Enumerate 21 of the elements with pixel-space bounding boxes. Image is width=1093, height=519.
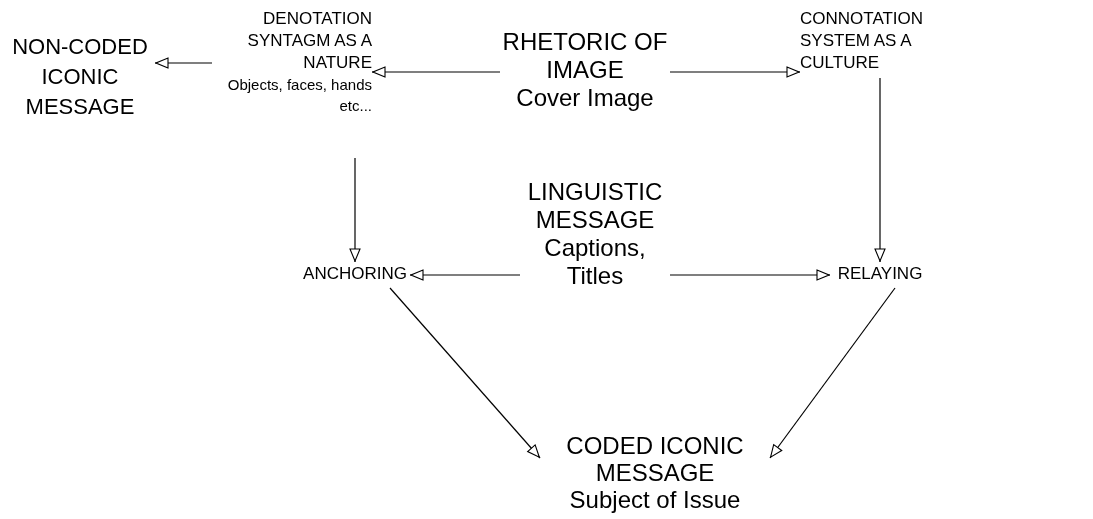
node-subtext: Objects, faces, hands etc...: [226, 75, 372, 116]
node-heading: LINGUISTIC MESSAGE: [526, 178, 664, 234]
node-heading: ANCHORING: [302, 263, 408, 285]
arrow: [409, 269, 521, 281]
node-subtext: Cover Image: [515, 84, 655, 112]
node-subtext: Subject of Issue: [568, 486, 742, 513]
arrow: [874, 77, 886, 263]
node-heading: CONNOTATION SYSTEM AS A CULTURE: [800, 8, 925, 74]
arrow: [669, 66, 801, 78]
arrow: [669, 269, 831, 281]
arrow: [349, 157, 361, 263]
node-heading: RELAYING: [836, 263, 924, 285]
node-subtext: Captions, Titles: [543, 234, 647, 290]
arrow: [154, 57, 213, 69]
arrow: [371, 66, 501, 78]
arrow: [389, 287, 541, 459]
node-heading: NON-CODED ICONIC MESSAGE: [11, 33, 149, 121]
node-heading: RHETORIC OF IMAGE: [501, 28, 669, 84]
node-heading: DENOTATION SYNTAGM AS A NATURE: [246, 8, 372, 74]
arrow: [769, 287, 896, 459]
node-heading: CODED ICONIC MESSAGE: [565, 432, 745, 486]
